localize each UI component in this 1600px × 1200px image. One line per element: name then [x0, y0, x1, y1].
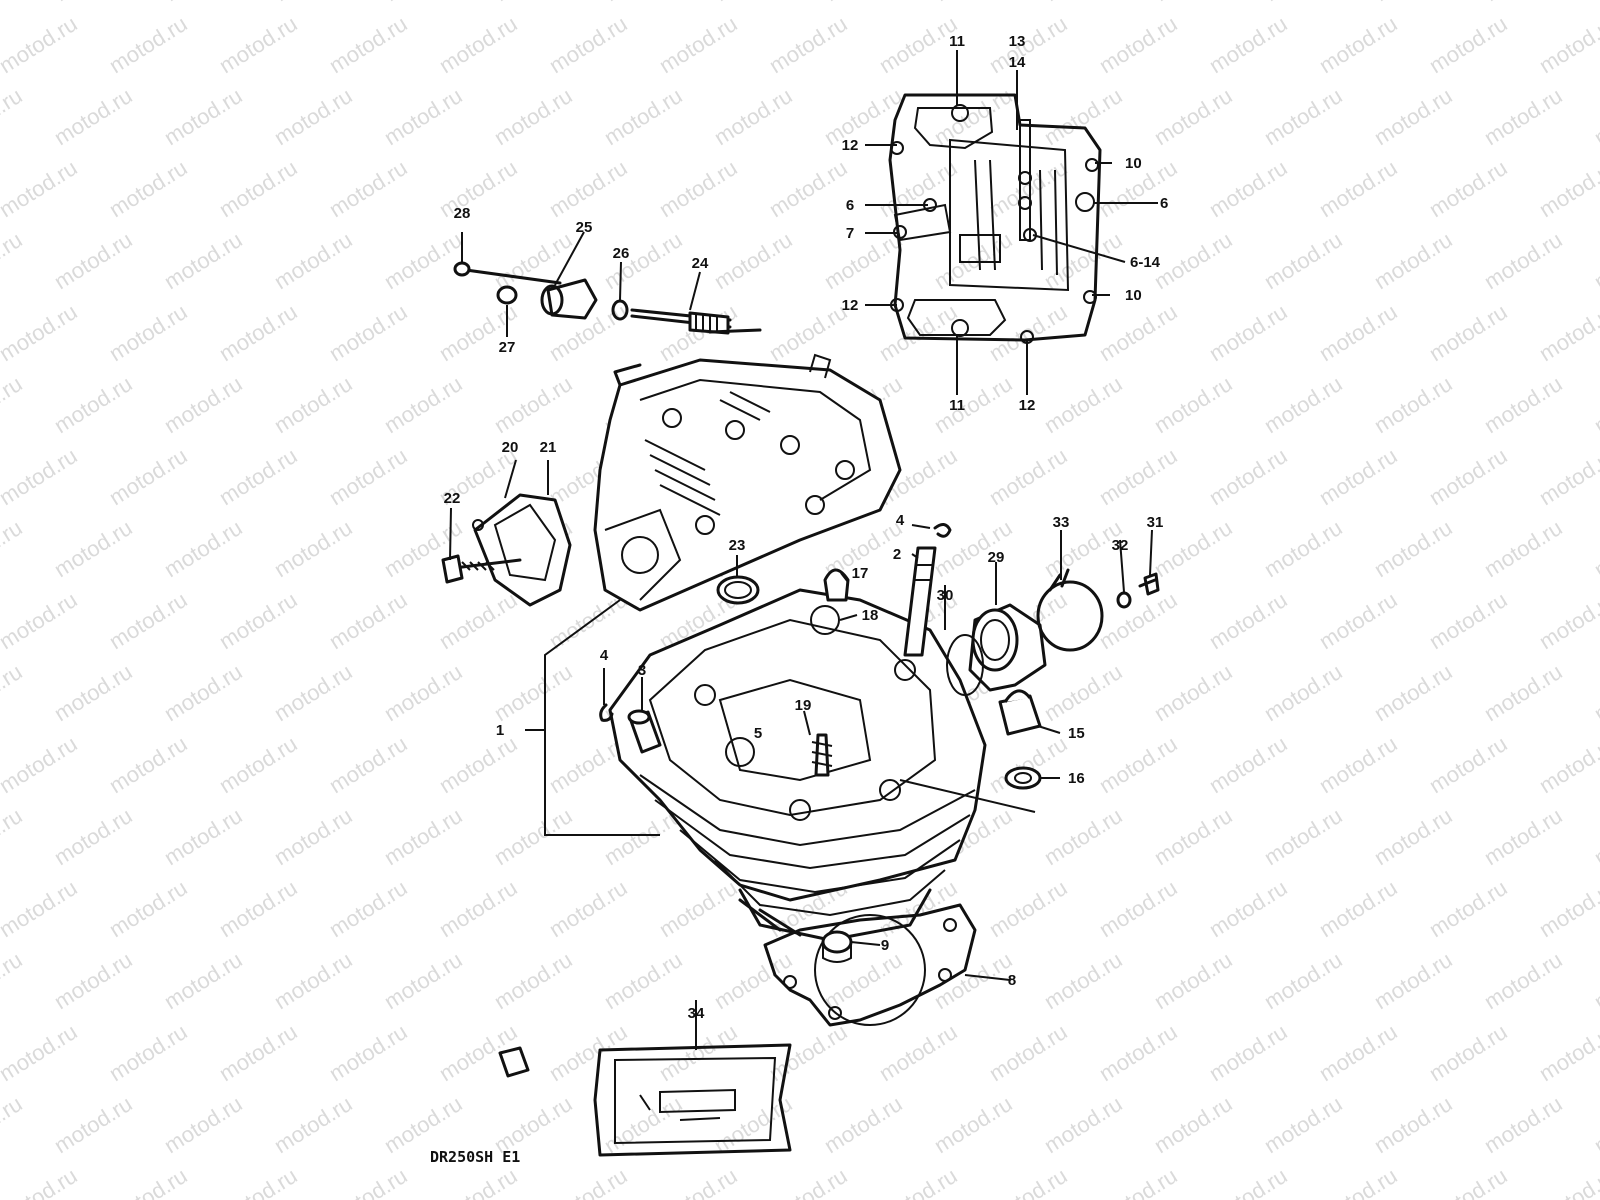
callout-22: 22	[444, 490, 461, 507]
callout-28: 28	[454, 205, 471, 222]
item-1-bracket	[525, 599, 1036, 836]
callout-9: 9	[881, 937, 889, 954]
callout-4-lower: 4	[600, 647, 609, 664]
callout-25: 25	[576, 219, 593, 236]
callout-3: 3	[638, 662, 646, 679]
callout-7: 7	[846, 225, 854, 242]
callout-31: 31	[1147, 514, 1164, 531]
callout-1: 1	[496, 722, 504, 739]
callout-27: 27	[499, 339, 516, 356]
callout-32: 32	[1112, 537, 1129, 554]
callout-23: 23	[729, 537, 746, 554]
callout-33: 33	[1053, 514, 1070, 531]
callout-12-upper: 12	[842, 137, 859, 154]
callout-10-upper: 10	[1125, 155, 1142, 172]
callout-12-lower: 12	[842, 297, 859, 314]
callout-30: 30	[937, 587, 954, 604]
callout-4-upper: 4	[896, 512, 905, 529]
valve-guide	[599, 523, 952, 722]
callout-24: 24	[692, 255, 709, 272]
callout-11-top: 11	[949, 33, 965, 50]
callout-5: 5	[754, 725, 762, 742]
callout-16: 16	[1068, 770, 1085, 787]
callout-29: 29	[988, 549, 1005, 566]
callout-14: 14	[1009, 54, 1026, 71]
callout-8: 8	[1008, 972, 1016, 989]
callout-26: 26	[613, 245, 630, 262]
callout-11-bottom: 11	[949, 397, 965, 414]
callout-18: 18	[862, 607, 879, 624]
callout-2: 2	[893, 546, 901, 563]
cylinder-head	[608, 588, 987, 942]
callout-12-bottom: 12	[1019, 397, 1036, 414]
callout-6-right: 6	[1160, 195, 1168, 212]
cylinder-head-gasket	[763, 903, 977, 1027]
head-cover	[593, 353, 902, 612]
callout-6-14: 6-14	[1130, 254, 1161, 271]
gasket-set	[498, 1043, 792, 1157]
callout-17: 17	[852, 565, 869, 582]
callout-34: 34	[688, 1005, 705, 1022]
head-cover-inset	[888, 93, 1102, 344]
callout-labels: 11 13 14 12 10 6 6 7 6-14 12 10 11 12 28…	[444, 33, 1169, 1022]
callout-6-left: 6	[846, 197, 854, 214]
callout-13: 13	[1009, 33, 1026, 50]
callout-21: 21	[540, 439, 557, 456]
leader-lines	[449, 50, 1158, 1050]
model-code-label: DR250SH E1	[430, 1148, 520, 1166]
callout-20: 20	[502, 439, 519, 456]
side-cap	[441, 493, 760, 607]
tensioner-assembly	[453, 261, 762, 335]
callout-19: 19	[795, 697, 812, 714]
intake-pipe	[946, 568, 1160, 696]
callout-15: 15	[1068, 725, 1085, 742]
callout-10-lower: 10	[1125, 287, 1142, 304]
